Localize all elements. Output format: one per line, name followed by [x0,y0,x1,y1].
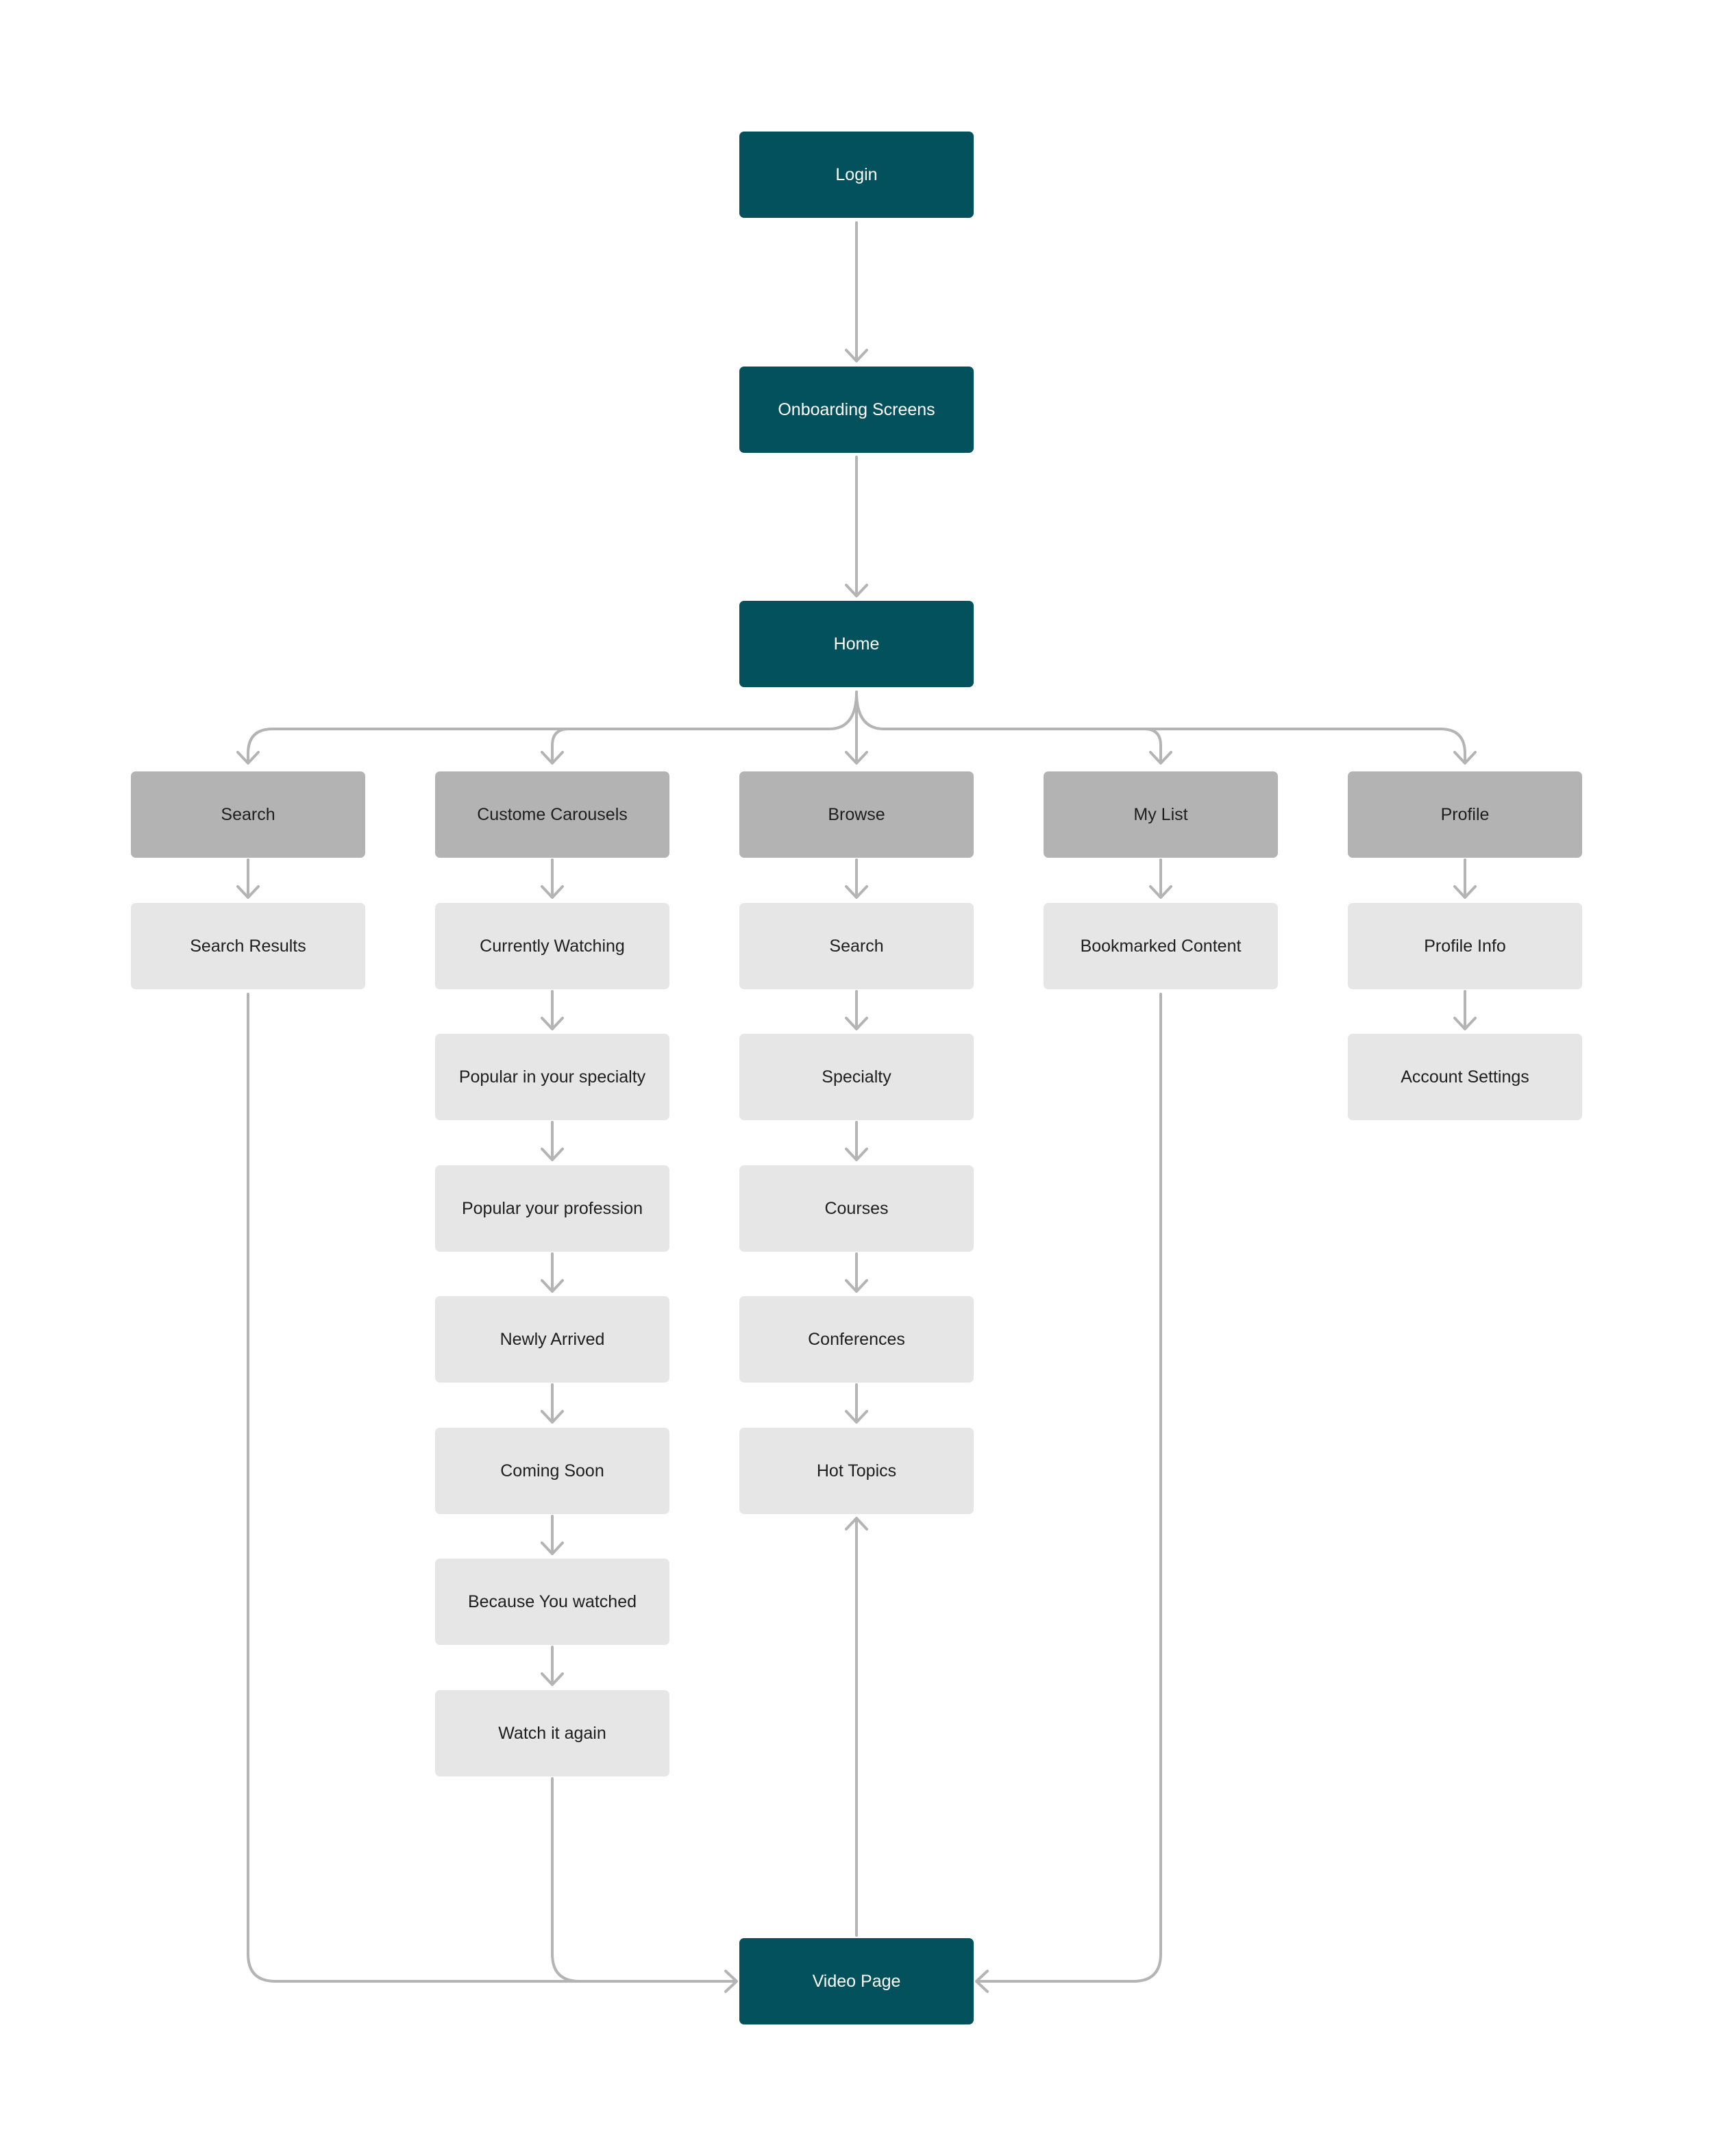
arrowhead [236,751,260,765]
node-label: Browse [828,804,885,824]
node-label: Courses [824,1198,889,1218]
arrowhead [1453,885,1477,899]
node-label: Account Settings [1401,1067,1529,1087]
node-bookmarked-content: Bookmarked Content [1044,903,1278,989]
node-label: Profile [1440,804,1490,824]
node-label: Currently Watching [480,936,625,956]
node-onboarding-screens: Onboarding Screens [739,367,974,453]
arrowhead [541,751,564,765]
arrowhead [1453,751,1477,765]
node-label: Bookmarked Content [1080,936,1242,956]
arrowhead [1149,751,1172,765]
node-my-list: My List [1044,771,1278,858]
node-home: Home [739,601,974,687]
node-profile-info: Profile Info [1348,903,1582,989]
arrowhead [845,751,868,765]
node-label: Home [833,634,880,654]
node-hot-topics: Hot Topics [739,1428,974,1514]
node-profile: Profile [1348,771,1582,858]
connector-searchresults-video [247,993,737,1983]
node-newly-arrived: Newly Arrived [435,1296,669,1383]
arrowhead [845,1410,868,1424]
node-label: Conferences [808,1329,905,1349]
node-label: Video Page [812,1971,901,1991]
connector-home-mylist [1143,728,1162,763]
connector-home-profile [855,691,1466,763]
node-label: Profile Info [1424,936,1506,956]
node-video-page: Video Page [739,1938,974,2024]
node-browse-search: Search [739,903,974,989]
arrowhead [541,1148,564,1161]
node-popular-profession: Popular your profession [435,1165,669,1252]
node-label: Search Results [190,936,306,956]
node-label: Popular in your specialty [458,1067,646,1087]
arrowhead [541,1672,564,1686]
arrowhead [845,885,868,899]
node-label: Coming Soon [500,1461,604,1480]
node-browse: Browse [739,771,974,858]
node-popular-specialty: Popular in your specialty [435,1034,669,1120]
node-label: Popular your profession [461,1198,643,1218]
arrowhead [845,1279,868,1293]
arrowhead [1453,1017,1477,1030]
node-search: Search [131,771,365,858]
node-label: Login [835,164,878,184]
node-label: Hot Topics [816,1461,897,1480]
node-label: Search [829,936,884,956]
node-courses: Courses [739,1165,974,1252]
node-custom-carousels: Custome Carousels [435,771,669,858]
node-label: Onboarding Screens [778,399,935,419]
node-coming-soon: Coming Soon [435,1428,669,1514]
node-label: Search [221,804,275,824]
node-login: Login [739,132,974,218]
arrowhead [541,1410,564,1424]
node-account-settings: Account Settings [1348,1034,1582,1120]
node-label: Watch it again [498,1723,606,1743]
arrowhead [845,1017,868,1030]
arrowhead [845,1517,868,1531]
node-because-you-watched: Because You watched [435,1559,669,1645]
arrowhead [845,349,868,362]
arrowhead [1149,885,1172,899]
node-conferences: Conferences [739,1296,974,1383]
node-specialty: Specialty [739,1034,974,1120]
node-search-results: Search Results [131,903,365,989]
connector-watchagain-video [551,1777,737,1983]
arrowhead [541,1279,564,1293]
node-label: Custome Carousels [477,804,628,824]
node-label: My List [1133,804,1188,824]
arrowhead [541,885,564,899]
node-currently-watching: Currently Watching [435,903,669,989]
node-label: Specialty [822,1067,891,1087]
arrowhead [724,1970,738,1993]
arrowhead [845,1148,868,1161]
node-watch-it-again: Watch it again [435,1690,669,1776]
node-label: Newly Arrived [500,1329,605,1349]
connector-home-search [247,691,858,763]
node-label: Because You watched [467,1591,637,1611]
arrowhead [236,885,260,899]
connector-home-carousels [551,728,570,763]
arrowhead [975,1970,989,1993]
connector-bookmarked-video [976,993,1162,1983]
arrowhead [541,1017,564,1030]
arrowhead [845,584,868,597]
arrowhead [541,1541,564,1555]
